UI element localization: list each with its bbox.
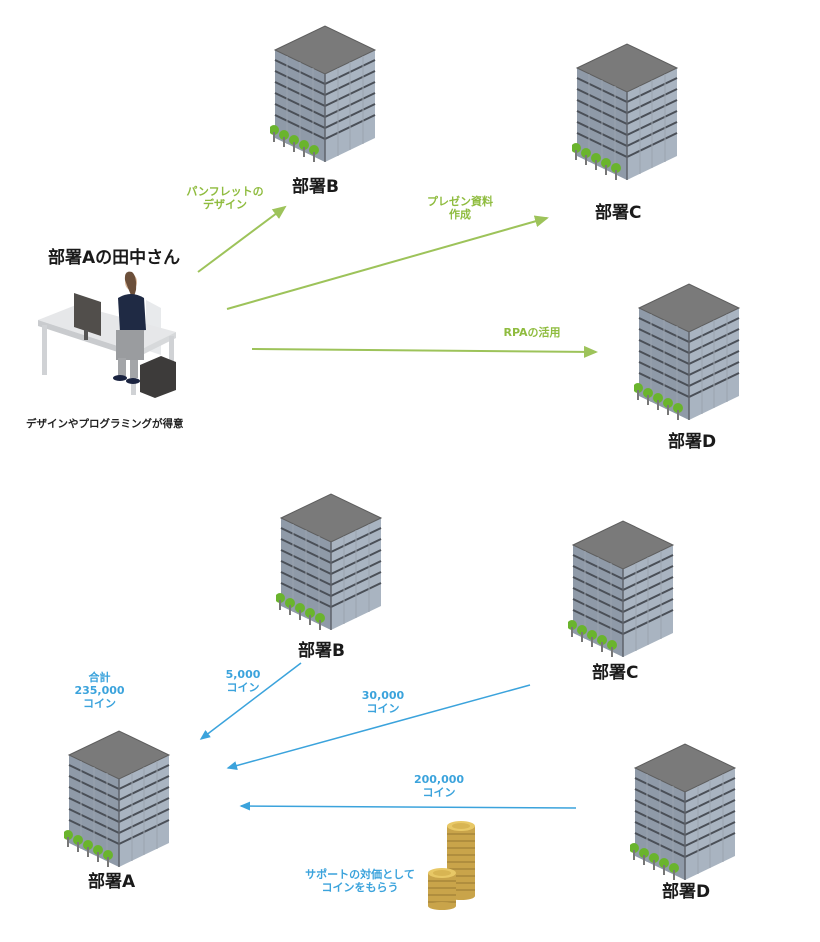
dept-c-bottom-label: 部署C xyxy=(592,663,639,683)
person-at-desk-icon xyxy=(38,271,176,398)
payment-label-d: 200,000 コイン xyxy=(413,773,465,799)
dept-a-label: 部署A xyxy=(88,872,136,892)
payment-arrow-from-c xyxy=(226,684,531,770)
coin-caption: サポートの対価として コインをもらう xyxy=(305,868,415,894)
building-a-icon xyxy=(64,730,170,867)
dept-c-label: 部署C xyxy=(595,203,642,223)
building-b-icon xyxy=(270,25,376,162)
task-arrow-to-d xyxy=(251,345,598,358)
building-c-bottom-icon xyxy=(568,520,674,657)
building-d-icon xyxy=(634,283,740,420)
building-d-bottom-icon xyxy=(630,743,736,880)
payment-arrow-from-d xyxy=(239,801,577,811)
payment-arrow-from-b xyxy=(199,662,302,740)
payment-label-c: 30,000 コイン xyxy=(361,689,405,715)
building-c-icon xyxy=(572,43,678,180)
dept-b-bottom-label: 部署B xyxy=(298,641,345,661)
payment-label-b: 5,000 コイン xyxy=(225,668,261,694)
total-coins-label: 合計 235,000 コイン xyxy=(74,671,125,710)
coin-stack-icon xyxy=(428,821,475,910)
task-label-c: プレゼン資料 作成 xyxy=(427,195,493,221)
person-title: 部署Aの田中さん xyxy=(48,248,181,268)
dept-d-bottom-label: 部署D xyxy=(662,882,711,902)
task-arrow-to-b xyxy=(197,205,287,273)
person-caption: デザインやプログラミングが得意 xyxy=(26,418,184,430)
building-b-bottom-icon xyxy=(276,493,382,630)
task-label-d: RPAの活用 xyxy=(503,326,561,339)
dept-d-label: 部署D xyxy=(668,432,717,452)
task-label-b: パンフレットの デザイン xyxy=(186,185,264,211)
dept-b-label: 部署B xyxy=(292,177,339,197)
task-arrow-to-c xyxy=(226,215,549,310)
